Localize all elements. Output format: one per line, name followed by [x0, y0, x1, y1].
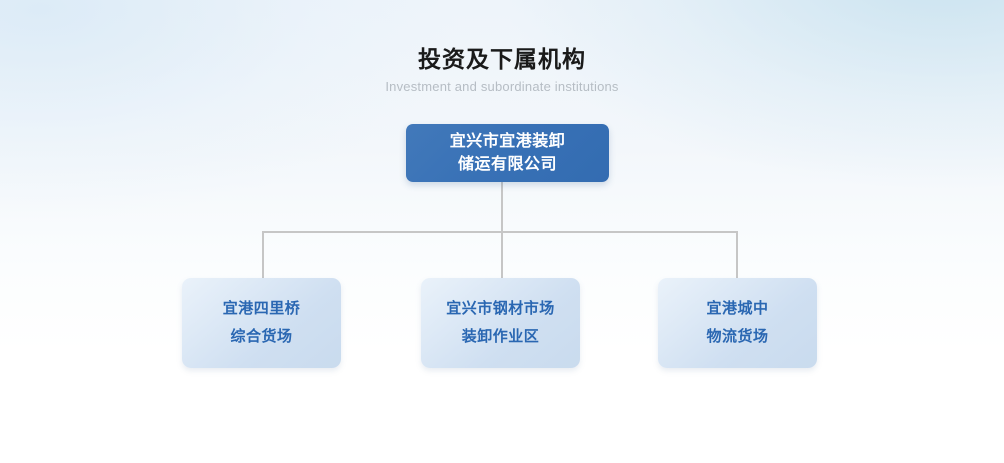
org-node-child-2[interactable]: 宜兴市钢材市场 装卸作业区 [421, 278, 580, 368]
connector-drop-child-2 [501, 231, 503, 278]
org-node-child-3-label: 宜港城中 物流货场 [706, 300, 769, 345]
org-node-root-label: 宜兴市宜港装卸 储运有限公司 [449, 133, 566, 173]
page-heading: 投资及下属机构 Investment and subordinate insti… [0, 44, 1004, 96]
connector-drop-child-1 [262, 231, 264, 278]
org-node-child-2-label: 宜兴市钢材市场 装卸作业区 [446, 300, 555, 345]
connector-drop-child-3 [736, 231, 738, 278]
org-node-root[interactable]: 宜兴市宜港装卸 储运有限公司 [406, 124, 609, 182]
connector-root-stem [501, 182, 503, 233]
org-node-child-1[interactable]: 宜港四里桥 综合货场 [182, 278, 341, 368]
page-title: 投资及下属机构 [418, 46, 586, 72]
org-node-child-1-label: 宜港四里桥 综合货场 [222, 300, 301, 345]
connector-horizontal-bus [262, 231, 738, 233]
page-subtitle: Investment and subordinate institutions [385, 79, 619, 94]
org-node-child-3[interactable]: 宜港城中 物流货场 [658, 278, 817, 368]
